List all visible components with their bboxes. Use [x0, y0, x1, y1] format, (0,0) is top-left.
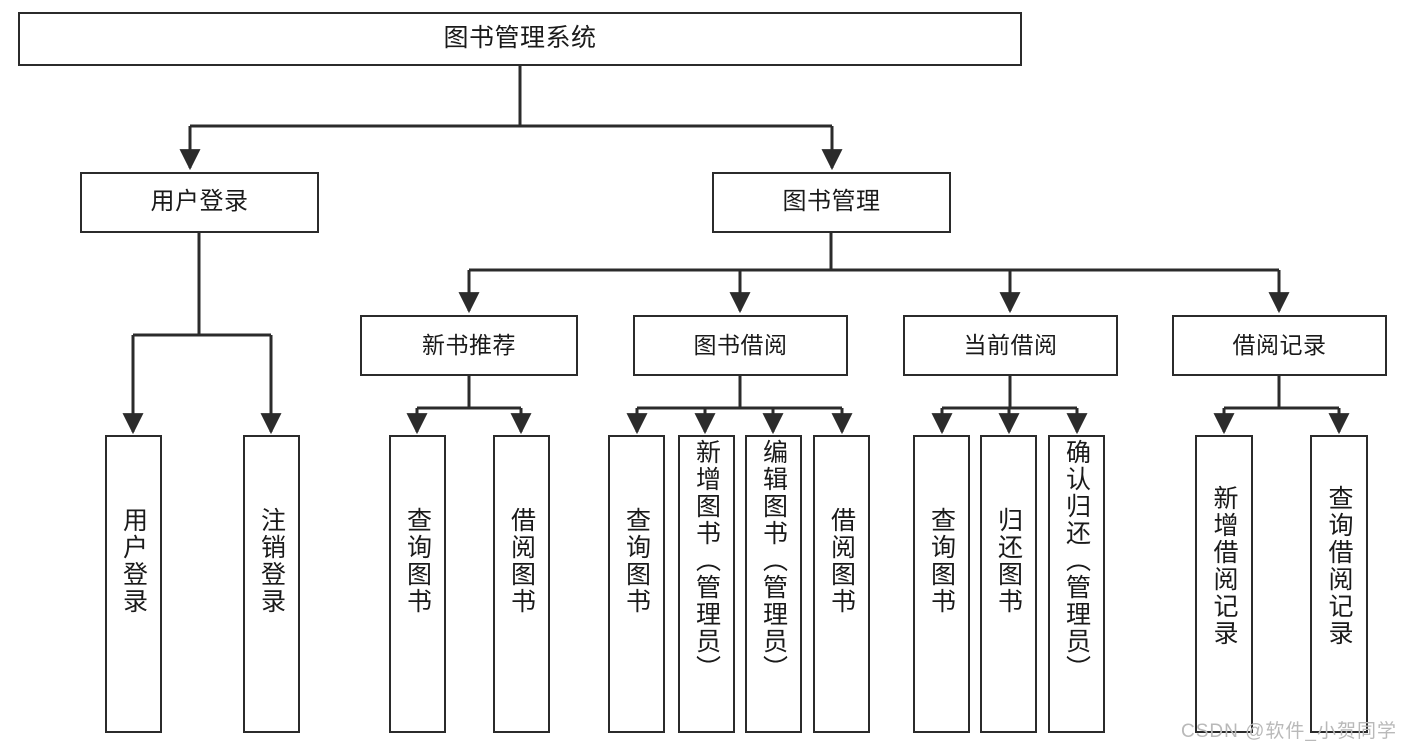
leaf-borrow-record-add[interactable]: 新增借阅记录 [1195, 435, 1253, 733]
leaf-user-login-login[interactable]: 用户登录 [105, 435, 162, 733]
leaf-borrow-record-add-label: 新增借阅记录 [1210, 485, 1238, 647]
node-user-login-label: 用户登录 [150, 188, 249, 216]
leaf-book-borrow-borrow-label: 借阅图书 [827, 507, 856, 615]
leaf-new-book-borrow-label: 借阅图书 [507, 507, 536, 615]
node-root[interactable]: 图书管理系统 [18, 12, 1022, 66]
leaf-borrow-record-query-label: 查询借阅记录 [1325, 485, 1353, 647]
node-book-borrow[interactable]: 图书借阅 [633, 315, 848, 376]
node-borrow-record[interactable]: 借阅记录 [1172, 315, 1387, 376]
leaf-new-book-borrow[interactable]: 借阅图书 [493, 435, 550, 733]
leaf-current-borrow-query[interactable]: 查询图书 [913, 435, 970, 733]
leaf-user-login-logout[interactable]: 注销登录 [243, 435, 300, 733]
leaf-current-borrow-return-label: 归还图书 [994, 507, 1023, 615]
leaf-book-borrow-add[interactable]: 新增图书（管理员） [678, 435, 735, 733]
leaf-current-borrow-query-label: 查询图书 [927, 507, 956, 615]
node-borrow-record-label: 借阅记录 [1232, 331, 1327, 358]
node-root-label: 图书管理系统 [443, 24, 597, 53]
leaf-current-borrow-confirm[interactable]: 确认归还（管理员） [1048, 435, 1105, 733]
node-user-login[interactable]: 用户登录 [80, 172, 319, 233]
node-new-book-recommend[interactable]: 新书推荐 [360, 315, 578, 376]
node-current-borrow-label: 当前借阅 [963, 331, 1058, 358]
node-book-management-label: 图书管理 [782, 188, 881, 216]
leaf-new-book-query[interactable]: 查询图书 [389, 435, 446, 733]
node-book-management[interactable]: 图书管理 [712, 172, 951, 233]
csdn-watermark: CSDN @软件_小贺同学 [1181, 721, 1397, 742]
node-current-borrow[interactable]: 当前借阅 [903, 315, 1118, 376]
leaf-current-borrow-return[interactable]: 归还图书 [980, 435, 1037, 733]
leaf-book-borrow-query-label: 查询图书 [622, 507, 651, 615]
leaf-borrow-record-query[interactable]: 查询借阅记录 [1310, 435, 1368, 733]
node-new-book-recommend-label: 新书推荐 [422, 331, 516, 358]
leaf-book-borrow-add-label: 新增图书（管理员） [692, 439, 721, 682]
leaf-book-borrow-edit-label: 编辑图书（管理员） [759, 439, 788, 682]
leaf-user-login-logout-label: 注销登录 [257, 507, 286, 615]
node-book-borrow-label: 图书借阅 [693, 331, 788, 358]
leaf-book-borrow-borrow[interactable]: 借阅图书 [813, 435, 870, 733]
leaf-new-book-query-label: 查询图书 [403, 507, 432, 615]
leaf-user-login-login-label: 用户登录 [119, 507, 148, 615]
leaf-book-borrow-edit[interactable]: 编辑图书（管理员） [745, 435, 802, 733]
leaf-current-borrow-confirm-label: 确认归还（管理员） [1062, 439, 1091, 682]
leaf-book-borrow-query[interactable]: 查询图书 [608, 435, 665, 733]
